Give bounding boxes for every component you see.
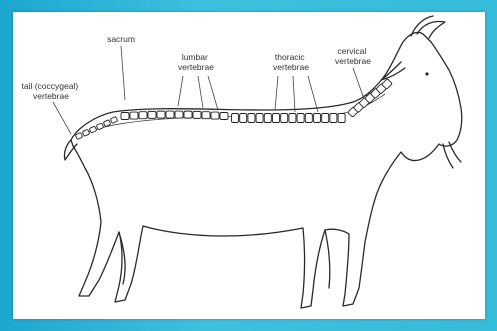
label-thoracic-vertebrae-line1: thoracic [275, 52, 306, 62]
tail-vertebra [89, 126, 97, 133]
thoracic-vertebra [273, 114, 280, 123]
lumbar-vertebra [175, 111, 183, 118]
label-cervical-vertebrae-line2: vertebrae [335, 56, 371, 66]
thoracic-vertebra [256, 114, 263, 123]
diagram-panel: sacrum tail (coccygeal) vertebrae lumbar… [13, 12, 485, 319]
lumbar-vertebra [220, 113, 228, 120]
lumbar-vertebra [202, 112, 210, 119]
thoracic-vertebra [322, 114, 329, 123]
label-lumbar-vertebrae-line1: lumbar [182, 52, 208, 62]
label-thoracic-vertebrae: thoracic vertebrae [273, 52, 309, 72]
label-cervical-vertebrae-line1: cervical [337, 46, 366, 56]
thoracic-vertebra [330, 114, 337, 123]
thoracic-vertebra [305, 114, 312, 123]
lumbar-vertebra [130, 112, 138, 119]
label-lumbar-vertebrae-line2: vertebrae [178, 62, 214, 72]
lumbar-vertebra [121, 113, 129, 120]
thoracic-vertebra [248, 114, 255, 123]
label-tail-vertebrae-line2: vertebrae [33, 91, 69, 101]
label-tail-vertebrae-line1: tail (coccygeal) [21, 81, 78, 91]
lumbar-vertebra [139, 112, 147, 119]
lumbar-vertebra [184, 111, 192, 118]
thoracic-vertebra [289, 114, 296, 123]
tail-vertebra [96, 123, 104, 130]
thoracic-vertebra [314, 114, 321, 123]
goat-body-outline [71, 32, 462, 308]
label-sacrum: sacrum [107, 34, 135, 44]
goat-skeleton-diagram: sacrum tail (coccygeal) vertebrae lumbar… [13, 12, 485, 319]
label-thoracic-vertebrae-line2: vertebrae [273, 62, 309, 72]
label-cervical-vertebrae: cervical vertebrae [335, 46, 371, 66]
goat-ear [381, 62, 405, 80]
goat-fore-leg-inner [325, 230, 330, 288]
leader-line-lumbar [178, 76, 218, 110]
thoracic-vertebra [338, 114, 345, 123]
leader-line-thoracic [275, 76, 318, 112]
lumbar-vertebra [211, 112, 219, 119]
lumbar-vertebra [193, 111, 201, 118]
lumbar-vertebra [157, 111, 165, 118]
tail-vertebra [75, 132, 83, 139]
leader-line-sacrum [121, 46, 125, 100]
label-lumbar-vertebrae: lumbar vertebrae [178, 52, 214, 72]
thoracic-vertebra [240, 114, 247, 123]
leader-line-tail [53, 102, 71, 134]
label-tail-vertebrae: tail (coccygeal) vertebrae [21, 81, 80, 101]
thoracic-vertebra [264, 114, 271, 123]
goat-horn [417, 22, 445, 39]
thoracic-vertebra [297, 114, 304, 123]
tail-vertebra [110, 116, 118, 123]
lumbar-vertebra [166, 111, 174, 118]
tail-vertebra [82, 129, 90, 136]
lumbar-vertebra [148, 111, 156, 118]
goat-eye [425, 72, 428, 75]
thoracic-vertebra [232, 114, 239, 123]
thoracic-vertebra [281, 114, 288, 123]
